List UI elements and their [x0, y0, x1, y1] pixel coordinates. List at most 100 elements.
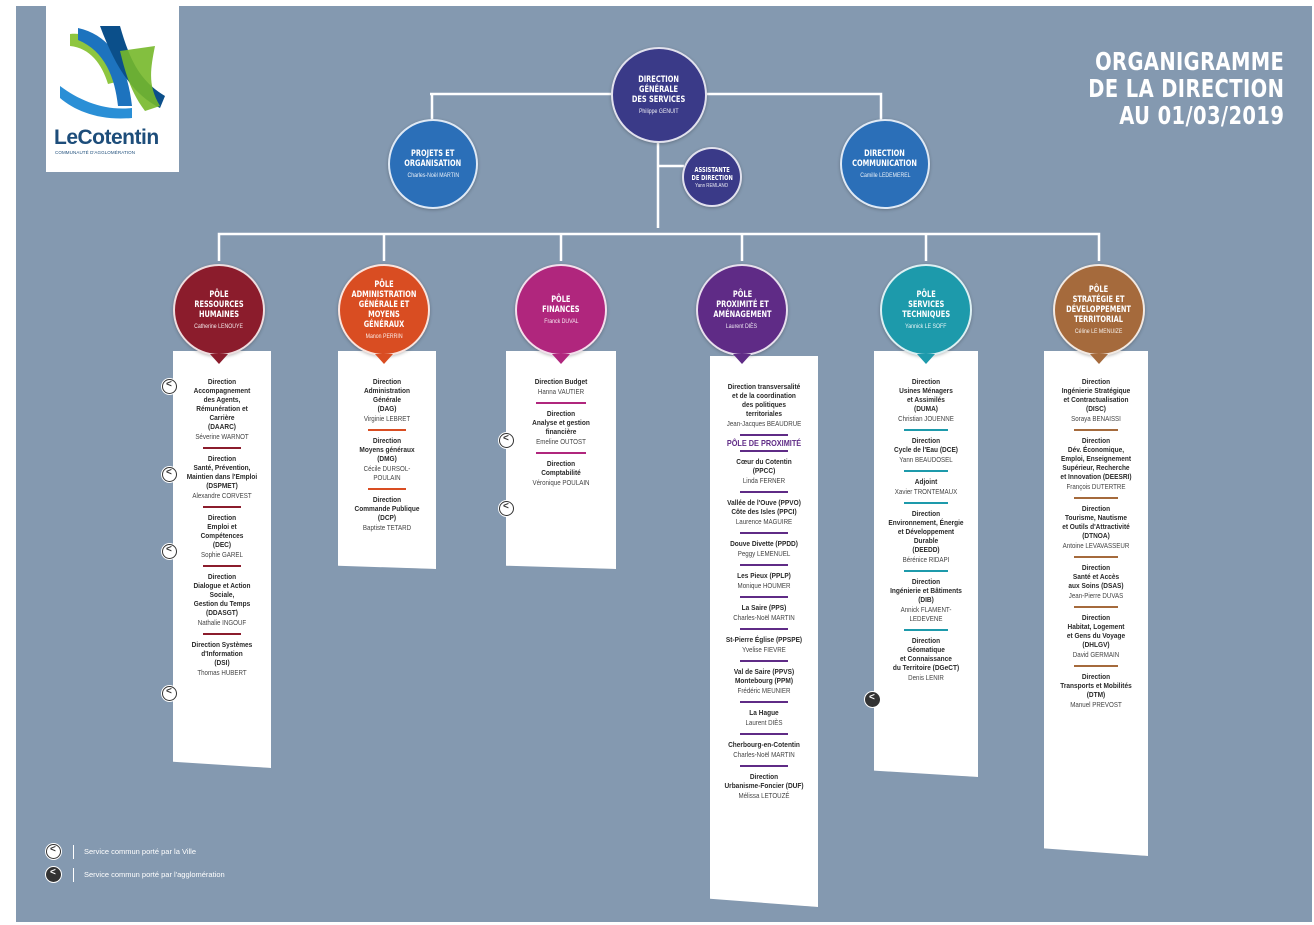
direction-item[interactable]: Direction Moyens généraux (DMG)Cécile DU… — [346, 432, 428, 487]
direction-title: Direction Santé et Accès aux Soins (DSAS… — [1068, 563, 1124, 590]
direction-item[interactable]: Direction Urbanisme-Foncier (DUF)Mélissa… — [718, 768, 810, 805]
direction-head: Denis LENIR — [908, 673, 944, 682]
direction-head: Peggy LEMENUEL — [737, 549, 791, 558]
direction-title: La Saire (PPS) — [741, 603, 787, 612]
pole-card: Direction Ingénierie Stratégique et Cont… — [1044, 351, 1148, 856]
direction-title: Direction Usines Ménagers et Assimilés (… — [899, 377, 953, 413]
node-direction-generale[interactable]: DIRECTION GÉNÉRALE DES SERVICES Philippe… — [611, 47, 707, 143]
direction-item[interactable]: Direction transversalité et de la coordi… — [718, 378, 810, 433]
divider — [740, 434, 788, 436]
direction-item[interactable]: Direction Usines Ménagers et Assimilés (… — [882, 373, 970, 428]
node-assistante-direction[interactable]: ASSISTANTE DE DIRECTION Yann REMLANO — [682, 147, 742, 207]
shared-service-agglo-icon — [865, 692, 880, 707]
direction-title: Direction Transports et Mobilités (DTM) — [1060, 672, 1132, 699]
direction-title: Direction Budget — [534, 377, 588, 386]
pole-card: Direction transversalité et de la coordi… — [710, 356, 818, 907]
direction-title: Direction Systèmes d'Information (DSI) — [191, 640, 253, 667]
divider — [203, 565, 241, 567]
node-head: Yann REMLANO — [695, 182, 729, 189]
direction-item[interactable]: Douve Divette (PPDD)Peggy LEMENUEL — [718, 535, 810, 563]
pole-card: Direction Administration Générale (DAG)V… — [338, 351, 436, 569]
direction-title: St-Pierre Église (PPSPE) — [725, 635, 803, 644]
direction-item[interactable]: Direction Environnement, Énergie et Déve… — [882, 505, 970, 569]
pole-pointer — [375, 354, 393, 364]
direction-head: Charles-Noël MARTIN — [733, 750, 795, 759]
pole-name: PÔLE ADMINISTRATION GÉNÉRALE ET MOYENS G… — [351, 280, 417, 330]
direction-title: Direction Administration Générale (DAG) — [363, 377, 411, 413]
direction-item[interactable]: Direction Tourisme, Nautisme et Outils d… — [1052, 500, 1140, 555]
pole-node[interactable]: PÔLE STRATÉGIE ET DÉVELOPPEMENT TERRITOR… — [1053, 264, 1145, 356]
direction-item[interactable]: Direction Administration Générale (DAG)V… — [346, 373, 428, 428]
logo-subtitle: COMMUNAUTÉ D'AGGLOMÉRATION — [55, 150, 136, 155]
direction-title: La Hague — [749, 708, 779, 717]
direction-title: Direction Géomatique et Connaissance du … — [892, 636, 960, 672]
shared-service-ville-icon — [499, 501, 514, 516]
divider — [203, 633, 241, 635]
direction-item[interactable]: Direction Emploi et Compétences (DEC)Sop… — [181, 509, 263, 564]
pole-node[interactable]: PÔLE SERVICES TECHNIQUES Yannick LE SOFF — [880, 264, 972, 356]
legend-text: Service commun porté par la Ville — [84, 847, 196, 856]
pole-pointer — [552, 354, 570, 364]
shared-service-agglo-icon — [46, 867, 61, 882]
divider — [740, 765, 788, 767]
direction-item[interactable]: St-Pierre Église (PPSPE)Yvelise FIEVRE — [718, 631, 810, 659]
logo-name: LeCotentin — [54, 126, 159, 149]
direction-head: Monique HOUMER — [737, 581, 791, 590]
direction-item[interactable]: Direction Dév. Économique, Emploi, Ensei… — [1052, 432, 1140, 496]
node-direction-communication[interactable]: DIRECTION COMMUNICATION Camille LEDEMERE… — [840, 119, 930, 209]
divider — [1074, 497, 1118, 499]
direction-item[interactable]: Les Pieux (PPLP)Monique HOUMER — [718, 567, 810, 595]
direction-item[interactable]: Direction Ingénierie Stratégique et Cont… — [1052, 373, 1140, 428]
direction-head: Nathalie INGOUF — [197, 618, 247, 627]
shared-service-ville-icon — [46, 844, 61, 859]
direction-item[interactable]: Vallée de l'Ouve (PPVO) Côte des Isles (… — [718, 494, 810, 531]
direction-head: Antoine LEVAVASSEUR — [1062, 541, 1130, 550]
direction-item[interactable]: Cœur du Cotentin (PPCC)Linda FERNER — [718, 453, 810, 490]
direction-title: Direction Ingénierie et Bâtiments (DIB) — [890, 577, 962, 604]
direction-item[interactable]: Direction Habitat, Logement et Gens du V… — [1052, 609, 1140, 664]
direction-item[interactable]: Direction Géomatique et Connaissance du … — [882, 632, 970, 687]
pole-head: Yannick LE SOFF — [905, 323, 947, 330]
direction-item[interactable]: Direction Cycle de l'Eau (DCE)Yann BEAUD… — [882, 432, 970, 469]
pole-pointer — [917, 354, 935, 364]
direction-item[interactable]: Direction Transports et Mobilités (DTM)M… — [1052, 668, 1140, 714]
direction-head: Cécile DURSOL-POULAIN — [363, 464, 411, 482]
direction-title: Direction Habitat, Logement et Gens du V… — [1066, 613, 1126, 649]
direction-item[interactable]: La Saire (PPS)Charles-Noël MARTIN — [718, 599, 810, 627]
direction-item[interactable]: Direction Ingénierie et Bâtiments (DIB)A… — [882, 573, 970, 628]
direction-head: Alexandre CORVEST — [192, 491, 252, 500]
pole-head: Laurent DIÈS — [726, 323, 758, 330]
connector-lines — [217, 92, 1101, 261]
direction-item[interactable]: Direction Dialogue et Action Sociale, Ge… — [181, 568, 263, 632]
divider — [536, 452, 586, 454]
direction-head: Sophie GAREL — [201, 550, 243, 559]
pole-name: PÔLE SERVICES TECHNIQUES — [902, 290, 950, 320]
direction-item[interactable]: Val de Saire (PPVS) Montebourg (PPM)Fréd… — [718, 663, 810, 700]
divider — [740, 596, 788, 598]
node-projets-organisation[interactable]: PROJETS ET ORGANISATION Charles-Noël MAR… — [388, 119, 478, 209]
direction-item[interactable]: Direction Santé, Prévention, Maintien da… — [181, 450, 263, 505]
direction-head: Xavier TRONTEMAUX — [894, 487, 958, 496]
direction-item[interactable]: Direction Accompagnement des Agents, Rém… — [181, 373, 263, 446]
divider — [904, 629, 948, 631]
direction-item[interactable]: Direction Santé et Accès aux Soins (DSAS… — [1052, 559, 1140, 605]
divider — [740, 628, 788, 630]
pole-node[interactable]: PÔLE ADMINISTRATION GÉNÉRALE ET MOYENS G… — [338, 264, 430, 356]
divider — [740, 701, 788, 703]
direction-title: Direction Cycle de l'Eau (DCE) — [894, 436, 958, 454]
divider — [1074, 665, 1118, 667]
logo: LeCotentin COMMUNAUTÉ D'AGGLOMÉRATION — [46, 6, 179, 172]
direction-head: Jean-Jacques BEAUDRUE — [726, 419, 802, 428]
direction-item[interactable]: Direction Systèmes d'Information (DSI)Th… — [181, 636, 263, 682]
direction-item[interactable]: Direction Commande Publique (DCP)Baptist… — [346, 491, 428, 537]
